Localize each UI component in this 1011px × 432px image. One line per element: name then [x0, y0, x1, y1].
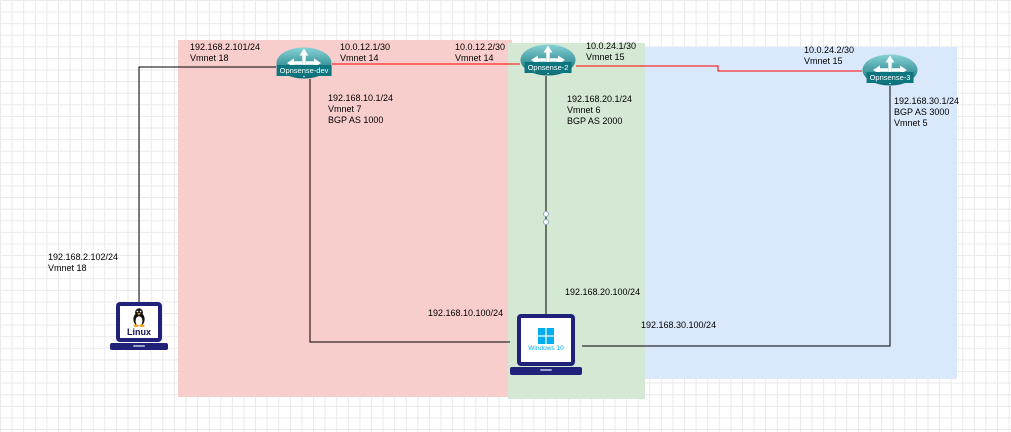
router-opnsense-3[interactable]: Opnsense-3	[862, 54, 918, 91]
label-p2p-24-r2-side: 10.0.24.1/30 Vmnet 15	[586, 41, 637, 62]
laptop-screen: Windows 10	[517, 314, 575, 366]
host-label-linux: Linux	[127, 326, 151, 337]
host-windows[interactable]: Windows 10	[510, 314, 582, 375]
label-windows-nic-vlan10: 192.168.10.100/24	[428, 308, 504, 318]
edge-waypoint-handle[interactable]	[543, 219, 549, 225]
tux-penguin-icon	[133, 307, 145, 327]
label-p2p-12-r2-side: 10.0.12.2/30 Vmnet 14	[455, 42, 506, 63]
windows-logo-icon	[538, 328, 554, 344]
host-label-windows: Windows 10	[528, 345, 564, 352]
laptop-base	[510, 367, 582, 375]
router-label-opnsense-3: Opnsense-3	[866, 72, 914, 83]
link-windows-to-opnsense-3[interactable]	[582, 86, 891, 347]
host-linux[interactable]: Linux	[110, 302, 168, 350]
link-opnsense-2-to-opnsense-3[interactable]	[576, 65, 862, 72]
link-opnsense-dev-to-windows[interactable]	[309, 79, 510, 343]
laptop-base	[110, 343, 168, 350]
edge-waypoint-handle[interactable]	[543, 211, 549, 217]
label-p2p-24-r3-side: 10.0.24.2/30 Vmnet 15	[804, 45, 855, 66]
label-opnsense-3-lan: 192.168.30.1/24 BGP AS 3000 Vmnet 5	[894, 96, 960, 128]
zone-as1000[interactable]	[178, 40, 512, 397]
label-opnsense-2-lan: 192.168.20.1/24 Vmnet 6 BGP AS 2000	[567, 94, 633, 126]
zone-as3000[interactable]	[628, 47, 957, 379]
router-label-opnsense-2: Opnsense-2	[524, 62, 572, 73]
laptop-screen: Linux	[116, 302, 162, 342]
router-opnsense-2[interactable]: Opnsense-2	[520, 44, 576, 81]
label-windows-nic-vlan20: 192.168.20.100/24	[565, 287, 641, 297]
label-linux-nic: 192.168.2.102/24 Vmnet 18	[48, 252, 119, 273]
label-windows-nic-vlan30: 192.168.30.100/24	[641, 320, 717, 330]
router-label-opnsense-dev: Opnsense-dev	[276, 65, 332, 76]
label-opnsense-dev-lan: 192.168.10.1/24 Vmnet 7 BGP AS 1000	[328, 93, 394, 125]
link-linux-to-opnsense-dev[interactable]	[138, 66, 276, 302]
router-opnsense-dev[interactable]: Opnsense-dev	[276, 47, 332, 84]
label-p2p-12-dev-side: 10.0.12.1/30 Vmnet 14	[340, 42, 391, 63]
label-opnsense-dev-wan-ip: 192.168.2.101/24 Vmnet 18	[190, 42, 261, 63]
